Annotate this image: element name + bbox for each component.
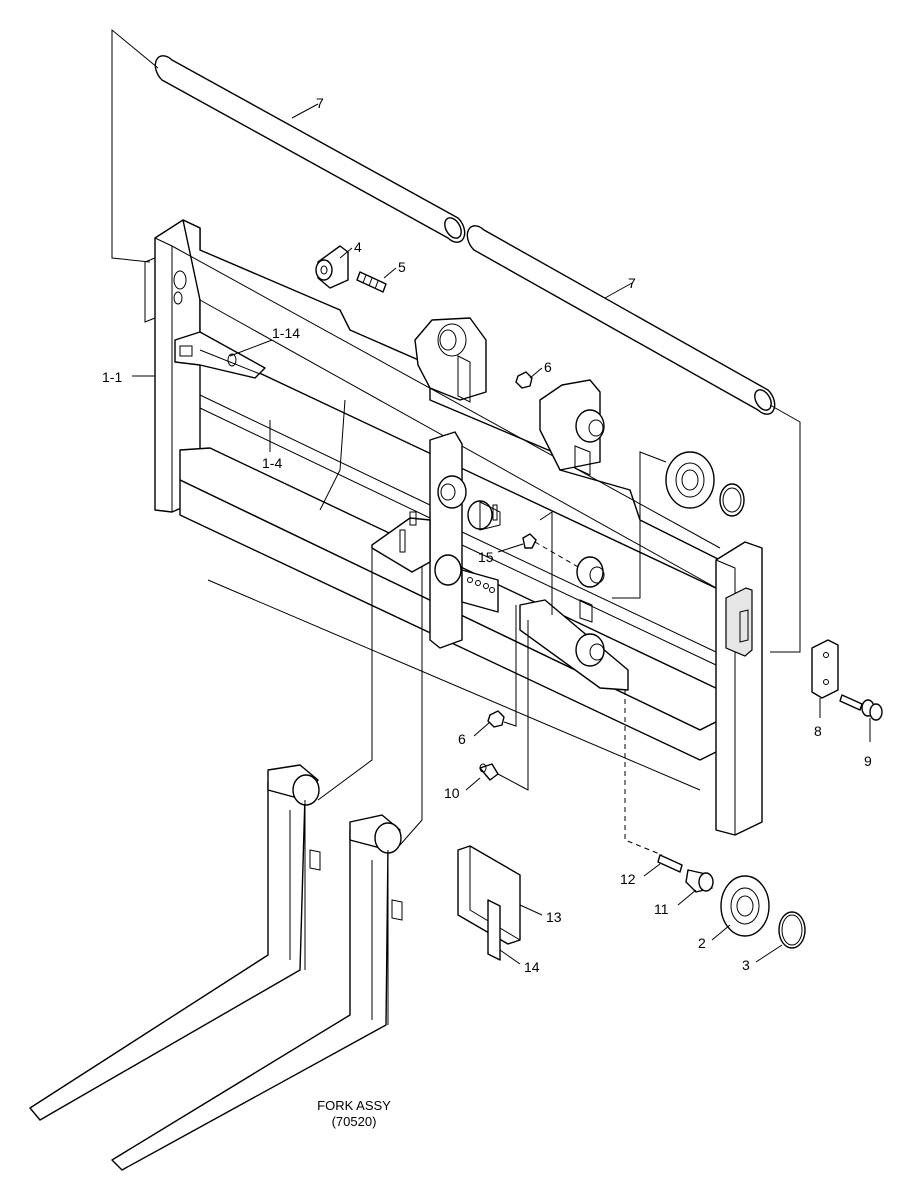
ring-3: [778, 911, 806, 949]
callout-6-upper: 6: [544, 359, 552, 375]
shim-13: [457, 845, 521, 945]
callout-14: 14: [524, 959, 540, 975]
fitting-15: [522, 533, 537, 549]
callout-15: 15: [478, 549, 494, 565]
callout-1-4: 1-4: [262, 455, 282, 471]
leader-fork-right: [399, 566, 423, 846]
callout-4: 4: [354, 239, 362, 255]
leader-nut-6-lower: [503, 605, 517, 727]
bolt-9: [839, 694, 883, 721]
callout-5: 5: [398, 259, 406, 275]
bearing-2: [720, 875, 770, 937]
callout-8: 8: [814, 723, 822, 739]
callout-11: 11: [654, 901, 669, 917]
stud-5: [356, 271, 387, 293]
nut-6-upper: [515, 371, 533, 389]
callout-1-1: 1-1: [102, 369, 122, 385]
callout-7-left: 7: [316, 95, 324, 111]
callout-2: 2: [698, 935, 706, 951]
collar-11: [685, 869, 714, 893]
callout-leaders: [132, 103, 871, 965]
pin-12: [657, 854, 683, 873]
bearing-upper: [665, 451, 745, 517]
fork-left: [29, 764, 321, 1121]
shaft-7-right: [466, 225, 776, 415]
shaft-7-left: [154, 55, 466, 243]
callout-10: 10: [444, 785, 460, 801]
leader-shaft-7-right: [769, 404, 801, 653]
callout-12: 12: [620, 871, 636, 887]
fork-right: [111, 814, 403, 1171]
fitting-10: [479, 763, 499, 781]
callout-7-right: 7: [628, 275, 636, 291]
leader-shaft-7-left: [111, 28, 159, 263]
callout-6-lower: 6: [458, 731, 466, 747]
nut-6-lower: [487, 710, 505, 728]
callout-9: 9: [864, 753, 872, 769]
shim-14: [487, 899, 501, 961]
caption-part-number: (70520): [332, 1114, 377, 1129]
caption-title: FORK ASSY: [317, 1098, 391, 1113]
leader-fork-left: [317, 545, 373, 801]
callout-3: 3: [742, 957, 750, 973]
dashed-line-lower: [624, 690, 663, 856]
leader-bearing-upper: [612, 451, 667, 599]
dashed-line-15: [534, 541, 581, 569]
plate-8: [811, 639, 839, 699]
carriage-frame: [144, 219, 763, 836]
callout-1-14: 1-14: [272, 325, 300, 341]
leader-fitting-10: [497, 620, 529, 791]
cylinder-1-4: [174, 331, 266, 379]
callout-13: 13: [546, 909, 562, 925]
roller-4: [315, 245, 349, 289]
